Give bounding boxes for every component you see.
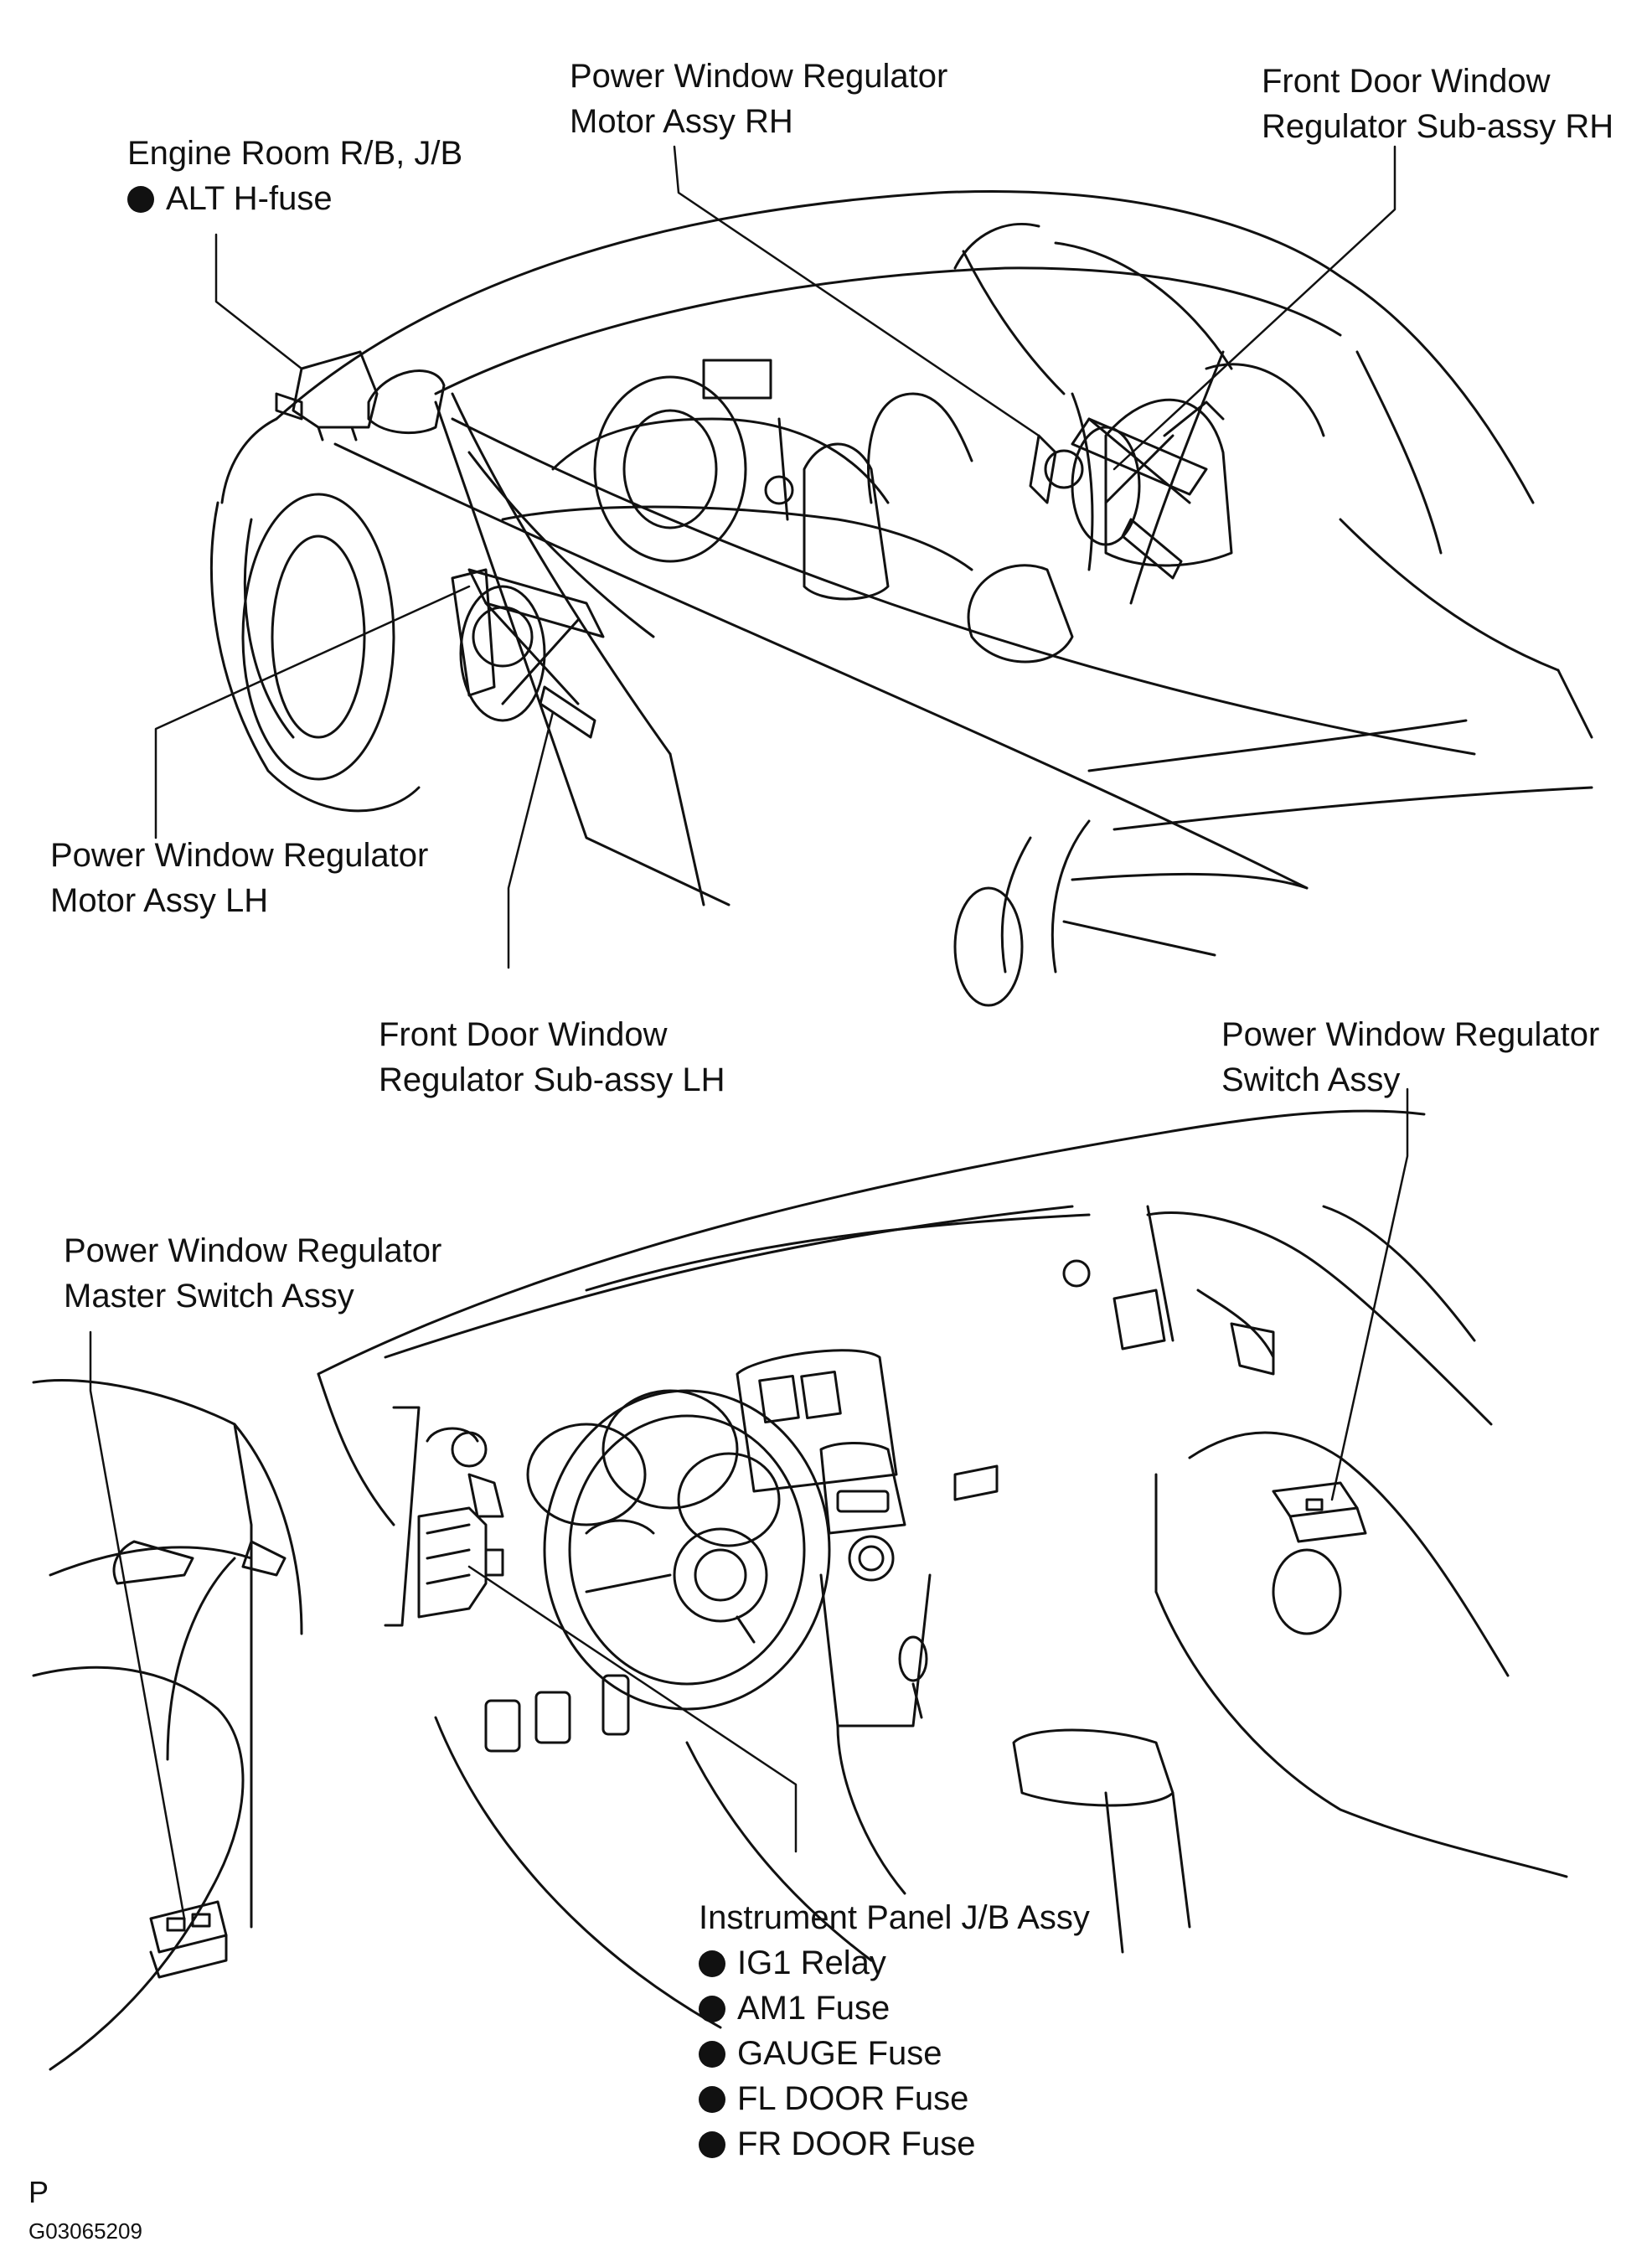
regulator-rh-line1: Front Door Window <box>1262 63 1551 100</box>
motor-rh-line1: Power Window Regulator <box>570 58 948 95</box>
engine-room-label: Engine Room R/B, J/B ALT H-fuse <box>127 131 462 221</box>
regulator-rh-label: Front Door Window Regulator Sub-assy RH <box>1262 59 1613 149</box>
corner-mark: P <box>28 2175 49 2209</box>
motor-lh-label: Power Window Regulator Motor Assy LH <box>50 833 428 923</box>
jb-item: FR DOOR Fuse <box>699 2121 1090 2167</box>
car-body-outline <box>210 190 1593 1007</box>
instrument-jb-title: Instrument Panel J/B Assy <box>699 1899 1090 1936</box>
instrument-jb-label: Instrument Panel J/B Assy IG1 Relay AM1 … <box>699 1895 1090 2167</box>
bullet-icon <box>699 2041 725 2068</box>
bullet-icon <box>699 2086 725 2113</box>
bullet-icon <box>127 186 154 213</box>
engine-room-relay-box <box>275 350 379 442</box>
master-switch-label: Power Window Regulator Master Switch Ass… <box>64 1228 441 1319</box>
bullet-icon <box>699 1996 725 2022</box>
switch-line2: Switch Assy <box>1221 1061 1401 1098</box>
engine-room-item: ALT H-fuse <box>127 176 462 221</box>
bullet-icon <box>699 1950 725 1977</box>
motor-rh-line2: Motor Assy RH <box>570 103 793 140</box>
switch-label: Power Window Regulator Switch Assy <box>1221 1012 1599 1103</box>
instrument-panel-jb <box>417 1506 504 1619</box>
engine-room-title: Engine Room R/B, J/B <box>127 135 463 172</box>
window-regulator-rh <box>1029 400 1225 580</box>
interior-outline <box>32 1109 1568 2071</box>
regulator-rh-line2: Regulator Sub-assy RH <box>1262 108 1614 145</box>
master-switch-line1: Power Window Regulator <box>64 1232 442 1269</box>
master-switch <box>149 1900 228 1979</box>
jb-item: AM1 Fuse <box>699 1986 1090 2031</box>
jb-item: FL DOOR Fuse <box>699 2076 1090 2121</box>
regulator-lh-label: Front Door Window Regulator Sub-assy LH <box>379 1012 725 1103</box>
motor-rh-label: Power Window Regulator Motor Assy RH <box>570 54 947 144</box>
master-switch-line2: Master Switch Assy <box>64 1278 354 1314</box>
regulator-lh-line2: Regulator Sub-assy LH <box>379 1061 725 1098</box>
leader-lines-top <box>154 145 1396 969</box>
window-regulator-lh <box>451 568 605 739</box>
motor-lh-line1: Power Window Regulator <box>50 837 429 874</box>
jb-item: IG1 Relay <box>699 1940 1090 1986</box>
regulator-lh-line1: Front Door Window <box>379 1016 668 1053</box>
motor-lh-line2: Motor Assy LH <box>50 882 269 919</box>
leader-lines-bottom <box>89 1087 1409 1920</box>
bullet-icon <box>699 2131 725 2158</box>
figure-code: G03065209 <box>28 2218 142 2244</box>
window-switch <box>1272 1481 1367 1543</box>
jb-item: GAUGE Fuse <box>699 2031 1090 2076</box>
switch-line1: Power Window Regulator <box>1221 1016 1600 1053</box>
